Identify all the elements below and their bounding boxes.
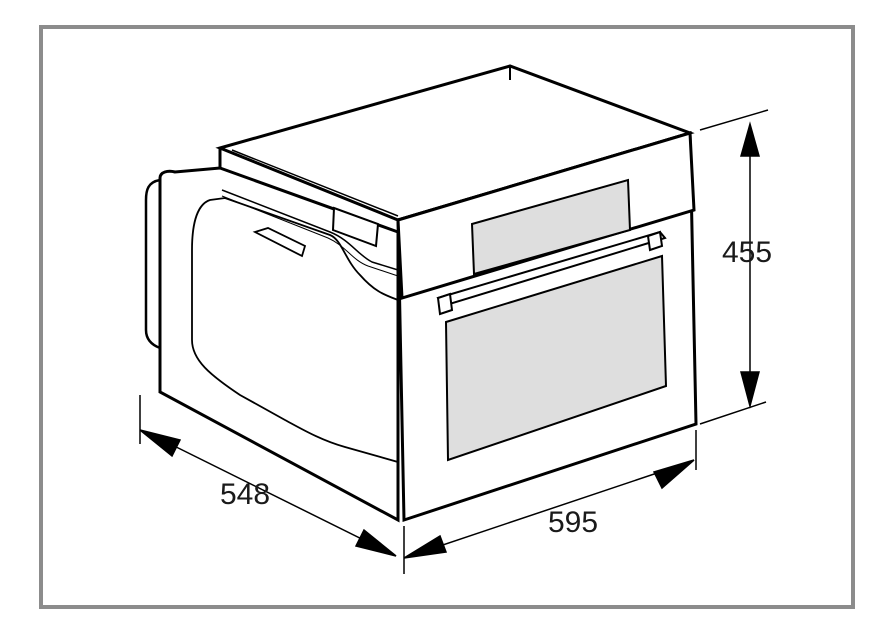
- side-display: [331, 206, 380, 248]
- diagram-frame: [39, 25, 855, 609]
- side-cutout-outline: [191, 197, 399, 464]
- door-handle: [436, 230, 667, 316]
- depth-dimension: [139, 395, 397, 557]
- width-dimension: [403, 430, 697, 574]
- door-window: [444, 254, 668, 462]
- height-label: 455: [722, 236, 772, 269]
- side-handle: [252, 227, 307, 258]
- depth-label: 548: [220, 478, 270, 511]
- control-display: [470, 178, 632, 276]
- height-dimension: [699, 109, 769, 425]
- width-label: 595: [548, 506, 598, 539]
- oven-side: [144, 166, 400, 523]
